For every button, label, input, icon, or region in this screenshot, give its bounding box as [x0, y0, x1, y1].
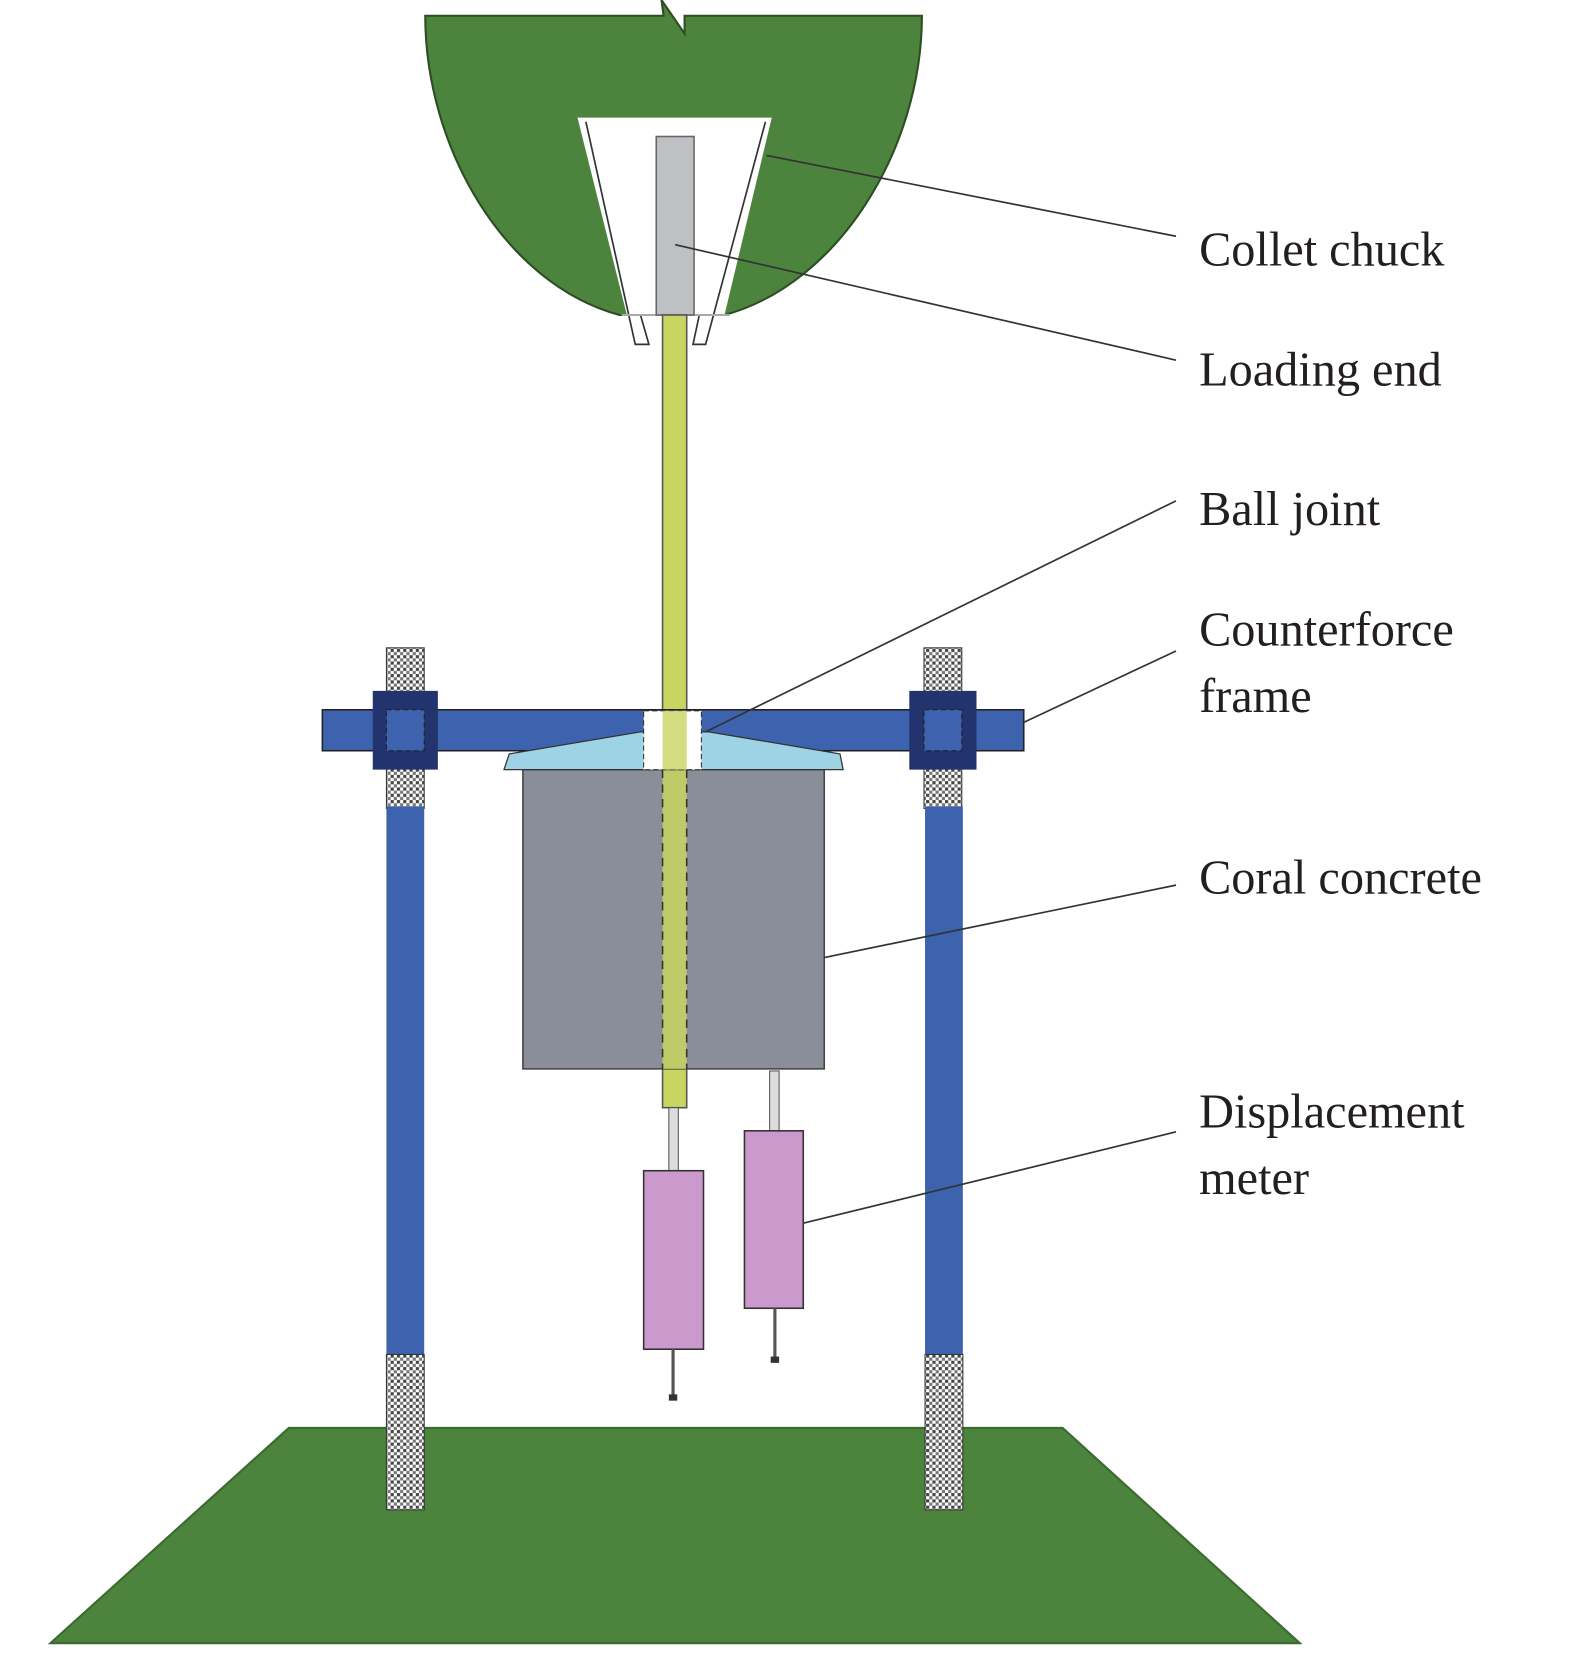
leader-displacement-meter [803, 1131, 1177, 1225]
support-rod-right [925, 806, 963, 1355]
threaded-rod-left-mid [385, 765, 425, 810]
leader-counterforce-frame [1023, 650, 1177, 724]
leader-collet-chuck [766, 154, 1177, 238]
threaded-rod-right-bottom [924, 1353, 964, 1511]
threaded-rod-left-bottom [385, 1353, 425, 1511]
label-displacement-meter-1: Displacement [1199, 1086, 1465, 1139]
label-counterforce-frame-1: Counterforce [1199, 604, 1454, 657]
displacement-meter-left [642, 1107, 705, 1401]
leader-coral-concrete [824, 884, 1177, 959]
label-coral-concrete: Coral concrete [1199, 852, 1482, 905]
threaded-rod-left-top [385, 647, 425, 696]
displacement-meter-right [743, 1070, 805, 1363]
threaded-rod-right-top [923, 647, 963, 696]
label-collet-chuck: Collet chuck [1199, 224, 1445, 277]
leader-ball-joint [705, 500, 1177, 733]
label-displacement-meter-2: meter [1199, 1152, 1309, 1205]
collet-jaw-right [691, 121, 767, 346]
base-plate [47, 1426, 1303, 1645]
collet-jaw-left [585, 121, 651, 346]
label-ball-joint: Ball joint [1199, 483, 1381, 536]
loading-end [655, 135, 695, 316]
support-rod-left [386, 806, 425, 1355]
threaded-rod-right-mid [923, 765, 963, 810]
label-counterforce-frame-2: frame [1199, 670, 1312, 723]
leader-loading-end [674, 243, 1177, 361]
label-loading-end: Loading end [1199, 343, 1442, 396]
